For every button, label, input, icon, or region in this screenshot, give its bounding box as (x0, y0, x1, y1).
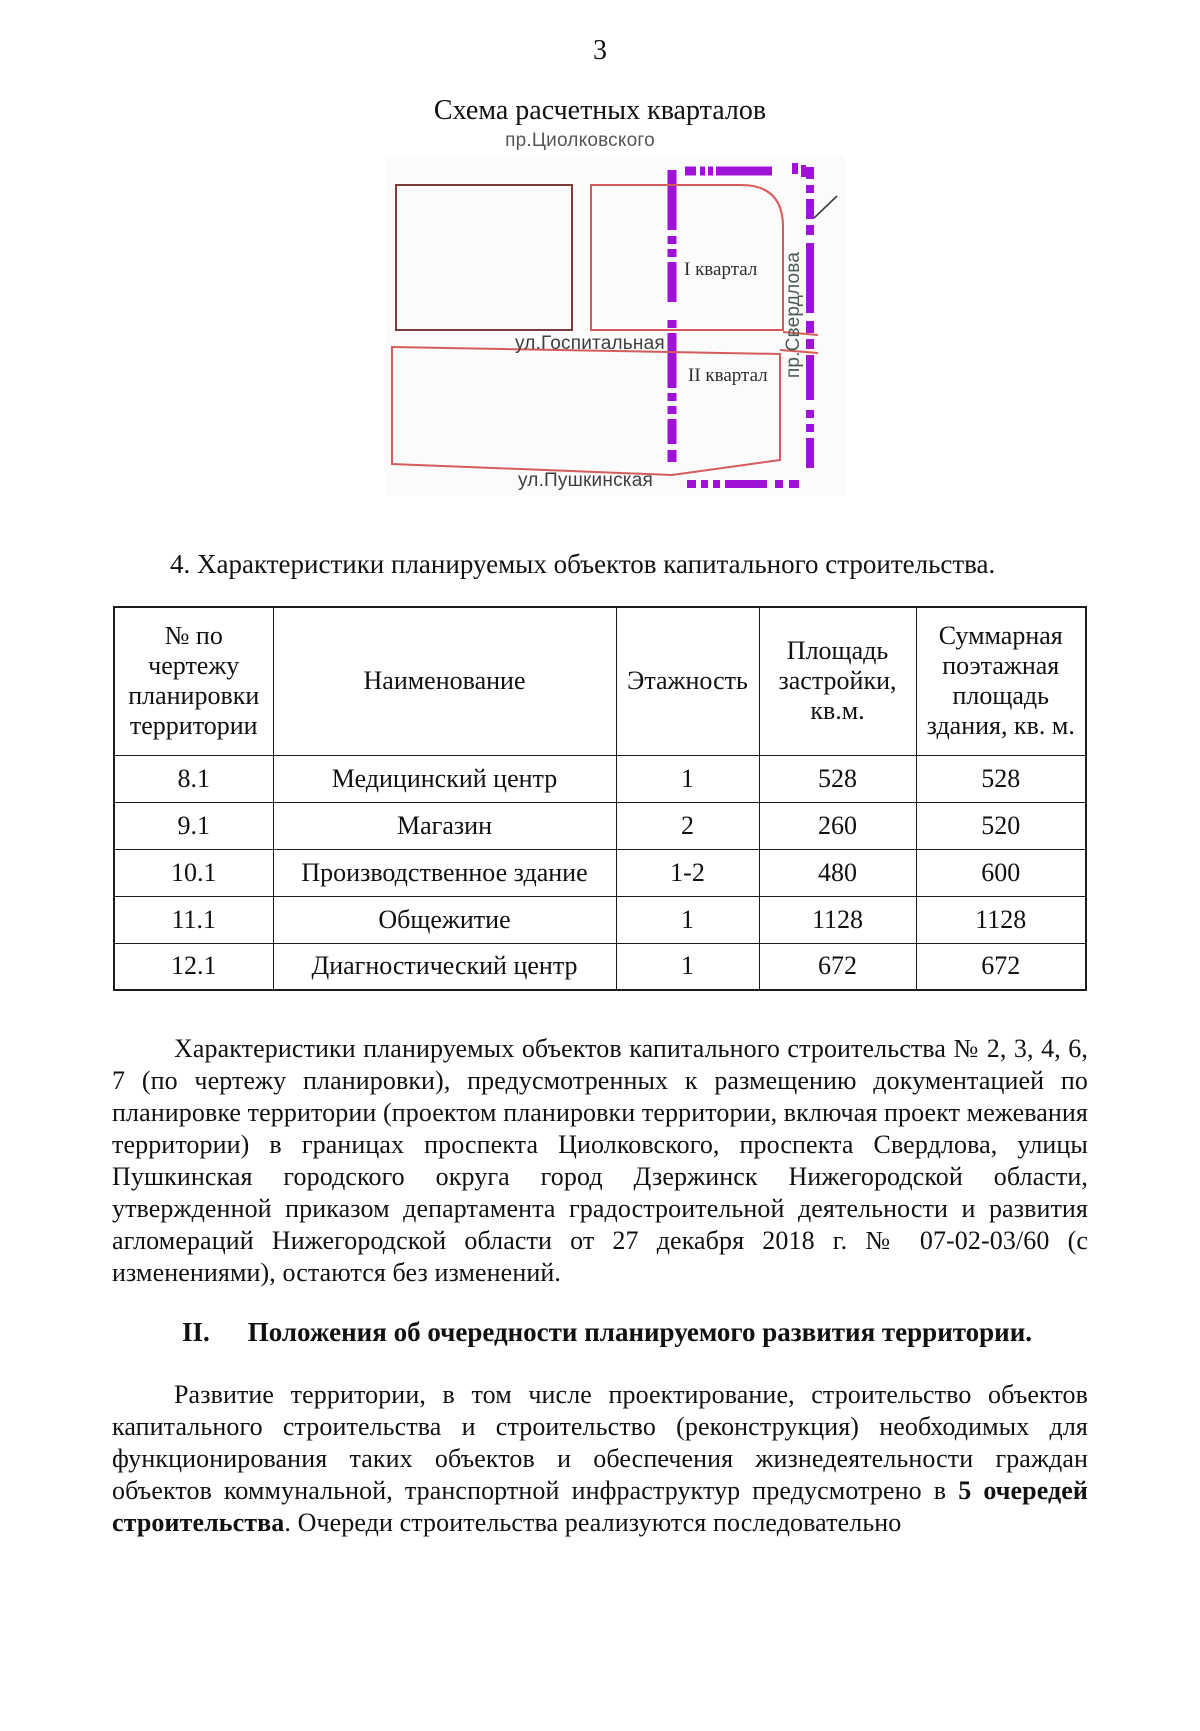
cell-total-area: 600 (915, 848, 1087, 897)
cell-floors: 1 (615, 895, 760, 944)
parcel-outline-quarter1 (590, 184, 784, 331)
street-label-gospitalnaya: ул.Госпитальная (515, 333, 665, 354)
table-row: 10.1 Производственное здание 1-2 480 600 (113, 848, 1087, 897)
cell-name: Медицинский центр (272, 754, 617, 803)
page-number: 3 (593, 35, 607, 66)
cell-name: Диагностический центр (272, 942, 617, 991)
cell-number: 11.1 (113, 895, 274, 944)
cell-name: Общежитие (272, 895, 617, 944)
table-header-row: № по чертежу планировки территории Наиме… (113, 606, 1087, 756)
table-row: 9.1 Магазин 2 260 520 (113, 801, 1087, 850)
cell-footprint: 672 (758, 942, 917, 991)
cell-total-area: 520 (915, 801, 1087, 850)
top-right-dash-1 (792, 163, 798, 174)
table-row: 8.1 Медицинский центр 1 528 528 (113, 754, 1087, 803)
col-header-floors: Этажность (615, 606, 760, 756)
cell-footprint: 528 (758, 754, 917, 803)
paragraph-development: Развитие территории, в том числе проекти… (112, 1379, 1088, 1539)
paragraph-characteristics: Характеристики планируемых объектов капи… (112, 1034, 1088, 1287)
section2-heading: II. Положения об очередности планируемого… (112, 1315, 1088, 1349)
paragraph-development-bold: 5 очередей строительства (112, 1476, 1088, 1537)
objects-table: № по чертежу планировки территории Наиме… (113, 606, 1087, 991)
section4-heading: 4. Характеристики планируемых объектов к… (170, 549, 996, 579)
quarters-map-drawing (385, 156, 845, 496)
diagonal-tick (813, 195, 838, 219)
paragraph-development-tail: . Очереди строительства реализуются посл… (284, 1508, 902, 1537)
cell-floors: 1 (615, 942, 760, 991)
section2-title: Положения об очередности планируемого ра… (247, 1317, 1033, 1347)
cell-number: 9.1 (113, 801, 274, 850)
section2-numeral: II. (182, 1317, 210, 1347)
street-label-pushkinskaya: ул.Пушкинская (518, 470, 653, 491)
parcel-outline-left (395, 184, 573, 331)
top-right-dash-2 (801, 165, 806, 177)
table-row: 11.1 Общежитие 1 1128 1128 (113, 895, 1087, 944)
col-header-footprint: Площадь застройки, кв.м. (758, 606, 917, 756)
col-header-number: № по чертежу планировки территории (113, 606, 274, 756)
document-page: { "page": { "number": "3" }, "map": { "t… (0, 34, 1200, 1731)
cell-number: 12.1 (113, 942, 274, 991)
cell-floors: 1-2 (615, 848, 760, 897)
cell-total-area: 1128 (915, 895, 1087, 944)
parcel-outline-quarter2 (391, 345, 781, 477)
quarter2-label: II квартал (688, 365, 768, 386)
street-edge-upper (782, 331, 819, 336)
cell-number: 10.1 (113, 848, 274, 897)
col-header-name: Наименование (272, 606, 617, 756)
quarter1-label: I квартал (684, 259, 758, 280)
cell-footprint: 260 (758, 801, 917, 850)
cell-number: 8.1 (113, 754, 274, 803)
cell-footprint: 1128 (758, 895, 917, 944)
cell-footprint: 480 (758, 848, 917, 897)
paragraph-development-text: Развитие территории, в том числе проекти… (112, 1380, 1088, 1505)
col-header-total-area: Суммарная поэтажная площадь здания, кв. … (915, 606, 1087, 756)
cell-floors: 2 (615, 801, 760, 850)
cell-name: Магазин (272, 801, 617, 850)
quarters-map: пр.Циолковского I квартал II квартал ул.… (0, 128, 1200, 496)
cell-total-area: 528 (915, 754, 1087, 803)
cell-total-area: 672 (915, 942, 1087, 991)
cell-floors: 1 (615, 754, 760, 803)
street-label-tsiolkovskogo: пр.Циолковского (505, 130, 655, 151)
street-label-sverdlova: пр.Свердлова (783, 251, 804, 379)
cell-name: Производственное здание (272, 848, 617, 897)
table-row: 12.1 Диагностический центр 1 672 672 (113, 942, 1087, 991)
map-title: Схема расчетных кварталов (433, 95, 767, 126)
street-edge-lower (779, 349, 819, 354)
